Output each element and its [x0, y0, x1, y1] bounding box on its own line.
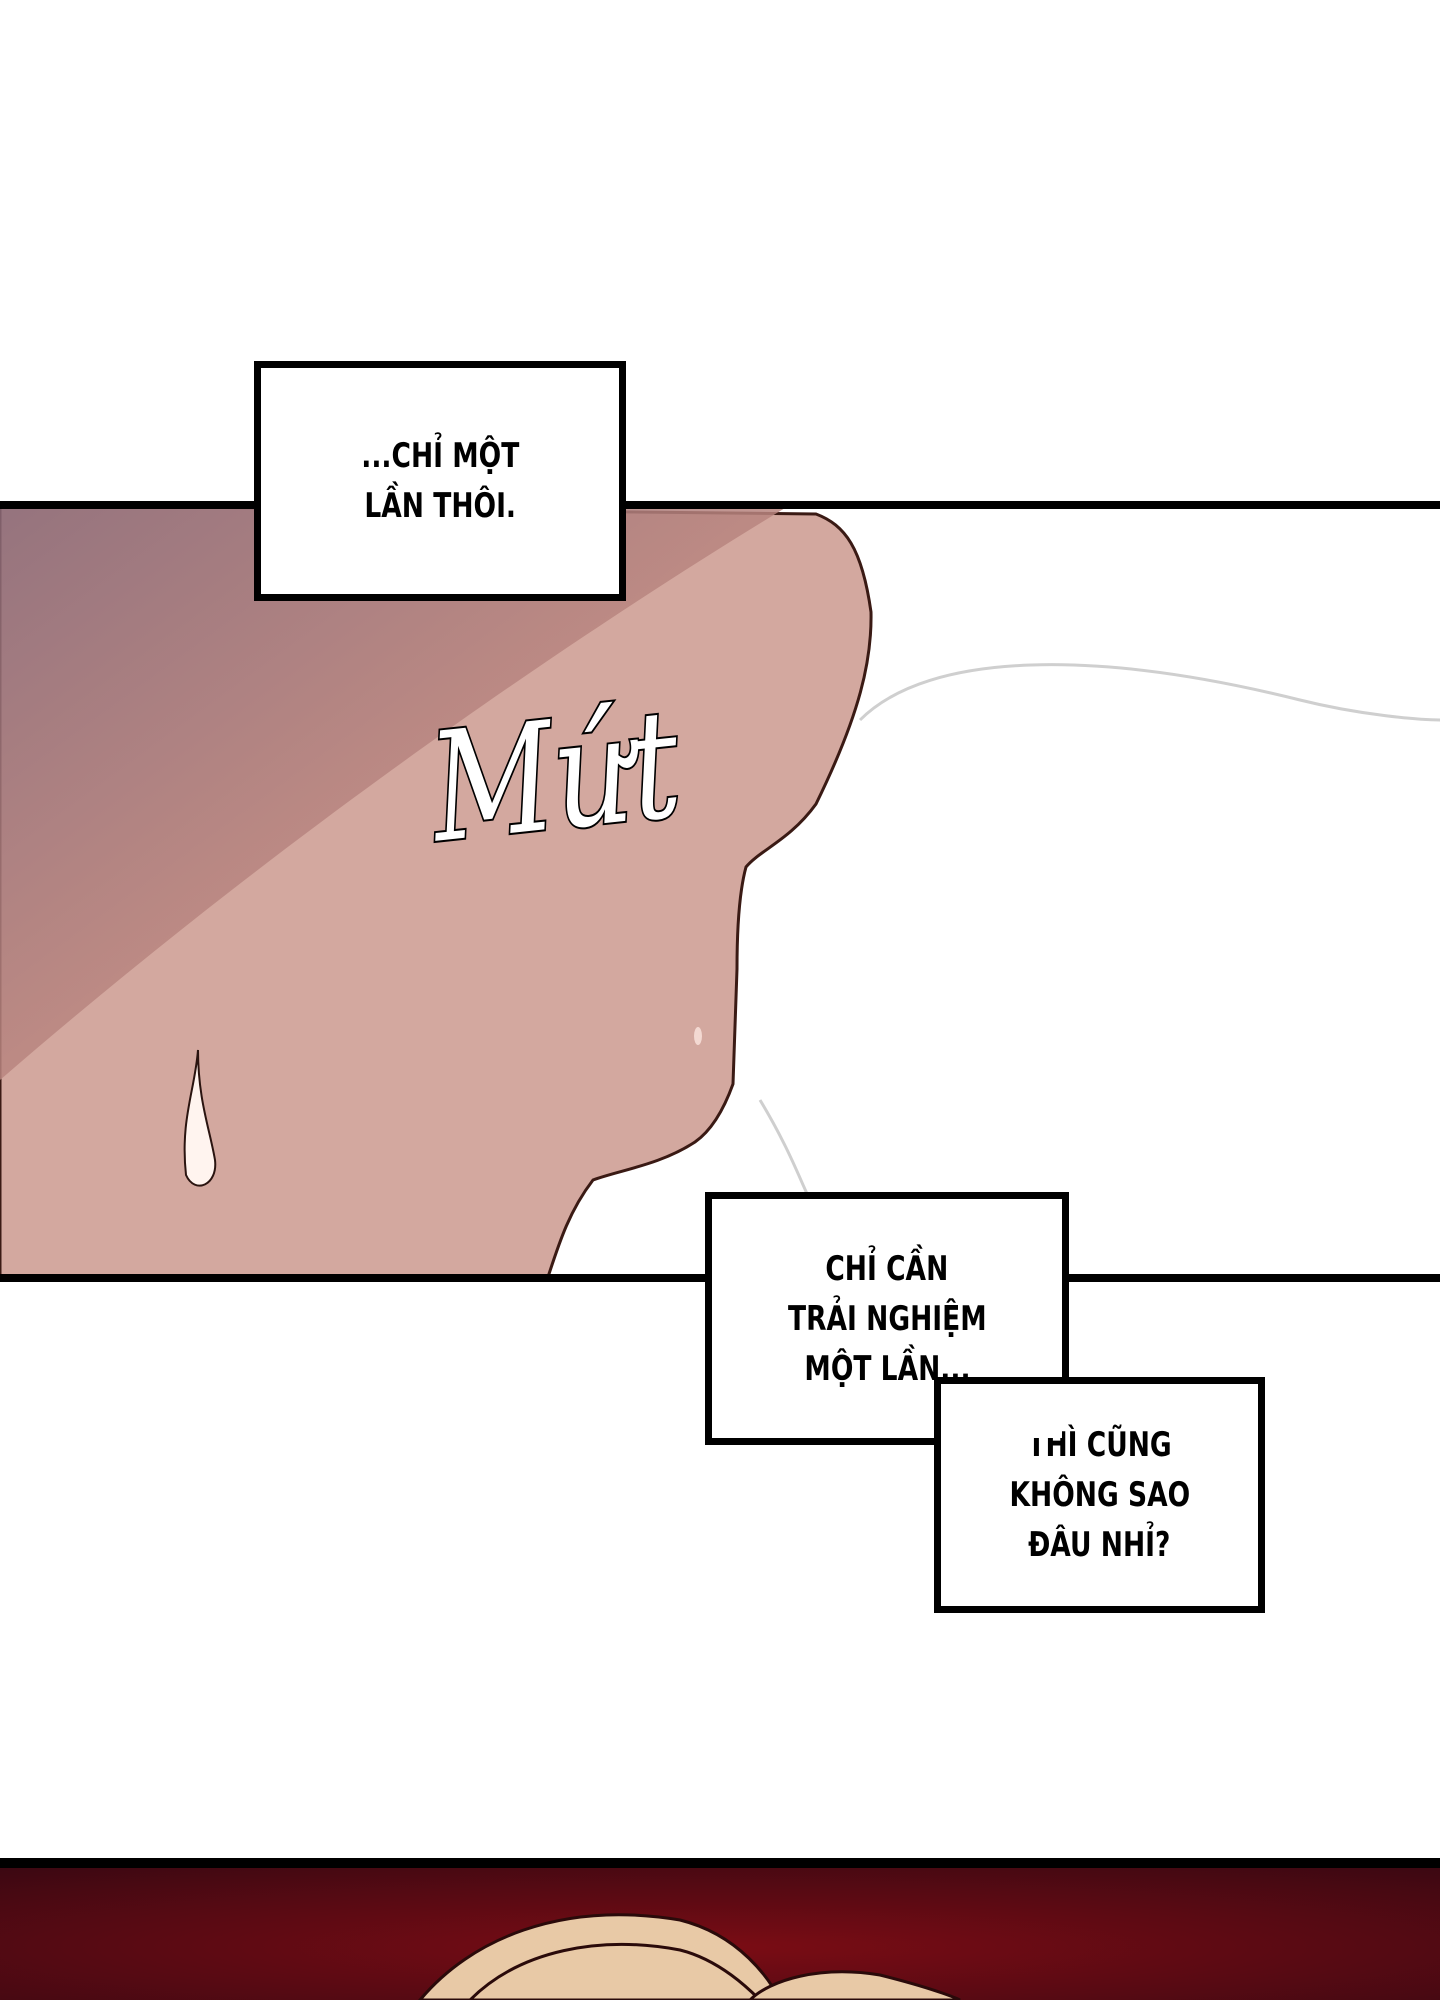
sweat-drop [183, 1049, 217, 1187]
sound-effect-text: Mứt [421, 676, 690, 879]
caption-line: TRẢI NGHIỆM [787, 1298, 987, 1339]
caption-joint [941, 1384, 1062, 1438]
panel-1 [0, 501, 1440, 1282]
caption-box-1: ...CHỈ MỘT LẦN THÔI. [254, 361, 626, 601]
caption-line: KHÔNG SAO [1009, 1475, 1190, 1515]
caption-line: CHỈ CẦN [825, 1248, 949, 1289]
face-shadow [0, 505, 790, 1080]
hair [418, 1913, 782, 2000]
caption-line: ĐÂU NHỈ? [1028, 1525, 1171, 1565]
caption-line: LẦN THÔI. [364, 486, 516, 526]
panel-3 [0, 1858, 1440, 2000]
caption-line: ...CHỈ MỘT [360, 436, 519, 476]
